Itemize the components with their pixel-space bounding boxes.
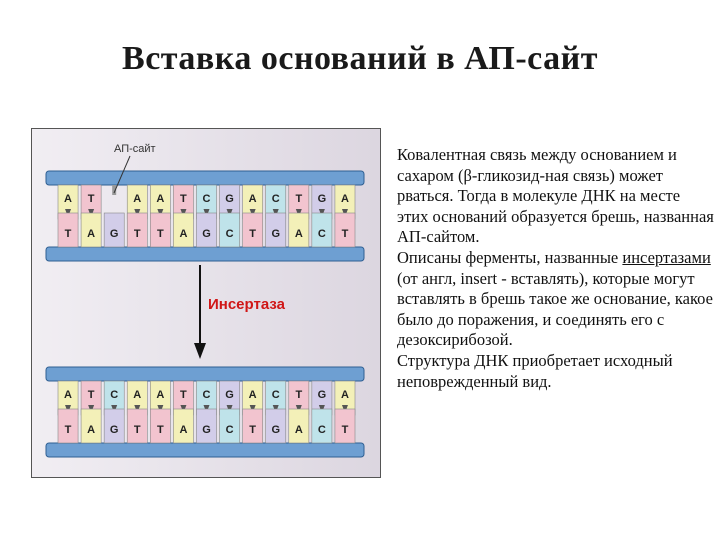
after-bottom-base (334, 408, 356, 444)
before-bottom-base (103, 212, 125, 248)
before-top-base-label: C (272, 193, 280, 205)
after-bottom-base (265, 408, 287, 444)
ap-site-gap (112, 185, 117, 195)
after-bottom-base-label: C (226, 424, 234, 436)
after-bottom-base-label: T (342, 424, 349, 436)
after-bottom-base-label: T (134, 424, 141, 436)
after-bottom-base (103, 408, 125, 444)
after-bottom-base-label: C (318, 424, 326, 436)
after-bottom-base-label: G (110, 424, 119, 436)
before-bottom-base (334, 212, 356, 248)
after-bottom-strand (45, 442, 365, 458)
before-top-base-label: A (249, 193, 257, 205)
paragraph-2-start: Описаны ферменты, названные (397, 247, 623, 267)
after-bottom-base-label: T (249, 424, 256, 436)
before-bottom-base (288, 212, 310, 248)
after-top-base-label: T (180, 389, 187, 401)
after-bottom-base (311, 408, 333, 444)
before-bottom-base-label: C (318, 228, 326, 240)
before-bottom-base (150, 212, 171, 248)
after-top-strand (45, 366, 365, 382)
after-bottom-base (219, 408, 240, 444)
before-bottom-base-label: T (65, 228, 72, 240)
after-top-base-label: C (203, 389, 211, 401)
after-bottom-base (126, 408, 148, 444)
after-bottom-base (196, 408, 217, 444)
slide-title: Вставка оснований в АП-сайт (122, 40, 598, 77)
after-top-base-label: C (272, 389, 280, 401)
before-bottom-strand (45, 246, 365, 262)
before-top-strand (45, 170, 365, 186)
after-bottom-base-label: G (271, 424, 280, 436)
after-bottom-base-label: A (87, 424, 95, 436)
after-bottom-base-label: G (202, 424, 211, 436)
after-top-base-label: T (88, 389, 95, 401)
after-top-base-label: A (133, 389, 141, 401)
after-bottom-base-label: T (157, 424, 164, 436)
after-top-base-label: A (156, 389, 164, 401)
before-bottom-base-label: T (157, 228, 164, 240)
after-bottom-base (150, 408, 171, 444)
dna-before-insertion: A T T A G A T A T T A C G G C A T C G T A G C A T (45, 170, 365, 262)
before-bottom-base (126, 212, 148, 248)
before-top-base-label: A (133, 193, 141, 205)
before-top-base-label: G (318, 193, 327, 205)
before-bottom-base (57, 212, 79, 248)
after-bottom-base (80, 408, 102, 444)
after-bottom-base (288, 408, 310, 444)
before-top-base-label: A (341, 193, 349, 205)
before-bottom-base-label: A (179, 228, 187, 240)
dna-figure: A T T A G A T A T T A C G G C A T C G T A G C A T A T T A C G A T A T T A C G… (31, 128, 381, 478)
before-bottom-base-label: A (295, 228, 303, 240)
after-bottom-base-label: A (179, 424, 187, 436)
before-bottom-base-label: G (271, 228, 280, 240)
paragraph-1: Ковалентная связь между основанием и сах… (397, 145, 714, 247)
before-bottom-base (219, 212, 240, 248)
before-bottom-base-label: G (110, 228, 119, 240)
ap-site-label: АП-сайт (114, 143, 156, 155)
before-bottom-base (173, 212, 194, 248)
before-bottom-base (196, 212, 217, 248)
after-top-base-label: T (295, 389, 302, 401)
before-bottom-base-label: A (87, 228, 95, 240)
after-top-base-label: A (249, 389, 257, 401)
enzyme-label: Инсертаза (208, 296, 286, 313)
before-bottom-base-label: T (249, 228, 256, 240)
before-top-base-label: C (203, 193, 211, 205)
before-top-base-label: T (180, 193, 187, 205)
before-bottom-base (242, 212, 263, 248)
before-top-base-label: T (295, 193, 302, 205)
after-top-base-label: G (225, 389, 234, 401)
before-bottom-base (80, 212, 102, 248)
paragraph-3: Структура ДНК приобретает исходный непов… (397, 350, 673, 391)
after-top-base-label: A (341, 389, 349, 401)
before-bottom-base (311, 212, 333, 248)
after-top-base-label: C (110, 389, 118, 401)
before-top-base-label: T (88, 193, 95, 205)
process-arrow-head (194, 343, 206, 359)
before-bottom-base-label: C (226, 228, 234, 240)
after-top-base-label: A (64, 389, 72, 401)
before-bottom-base-label: T (342, 228, 349, 240)
after-bottom-base (242, 408, 263, 444)
after-bottom-base (173, 408, 194, 444)
after-bottom-base-label: T (65, 424, 72, 436)
before-bottom-base (265, 212, 287, 248)
before-top-base-label: G (225, 193, 234, 205)
after-bottom-base (57, 408, 79, 444)
paragraph-2-end: (от англ, insert - вставлять), которые м… (397, 268, 713, 350)
dna-after-insertion: A T T A C G A T A T T A C G G C A T C G T A G C A T (45, 366, 365, 458)
before-top-base-label: A (64, 193, 72, 205)
before-top-base-label: A (156, 193, 164, 205)
ap-site-pointer (113, 155, 131, 194)
before-bottom-base-label: G (202, 228, 211, 240)
before-bottom-base-label: T (134, 228, 141, 240)
dna-diagram: A T T A G A T A T T A C G G C A T C G T A G C A T A T T A C G A T A T T A C G… (45, 143, 365, 458)
insertase-term: инсертазами (622, 247, 711, 267)
after-bottom-base-label: A (295, 424, 303, 436)
paragraph-2: Описаны ферменты, названные инсертазами … (397, 248, 715, 351)
after-top-base-label: G (318, 389, 327, 401)
description: Ковалентная связь между основанием и сах… (397, 145, 715, 392)
